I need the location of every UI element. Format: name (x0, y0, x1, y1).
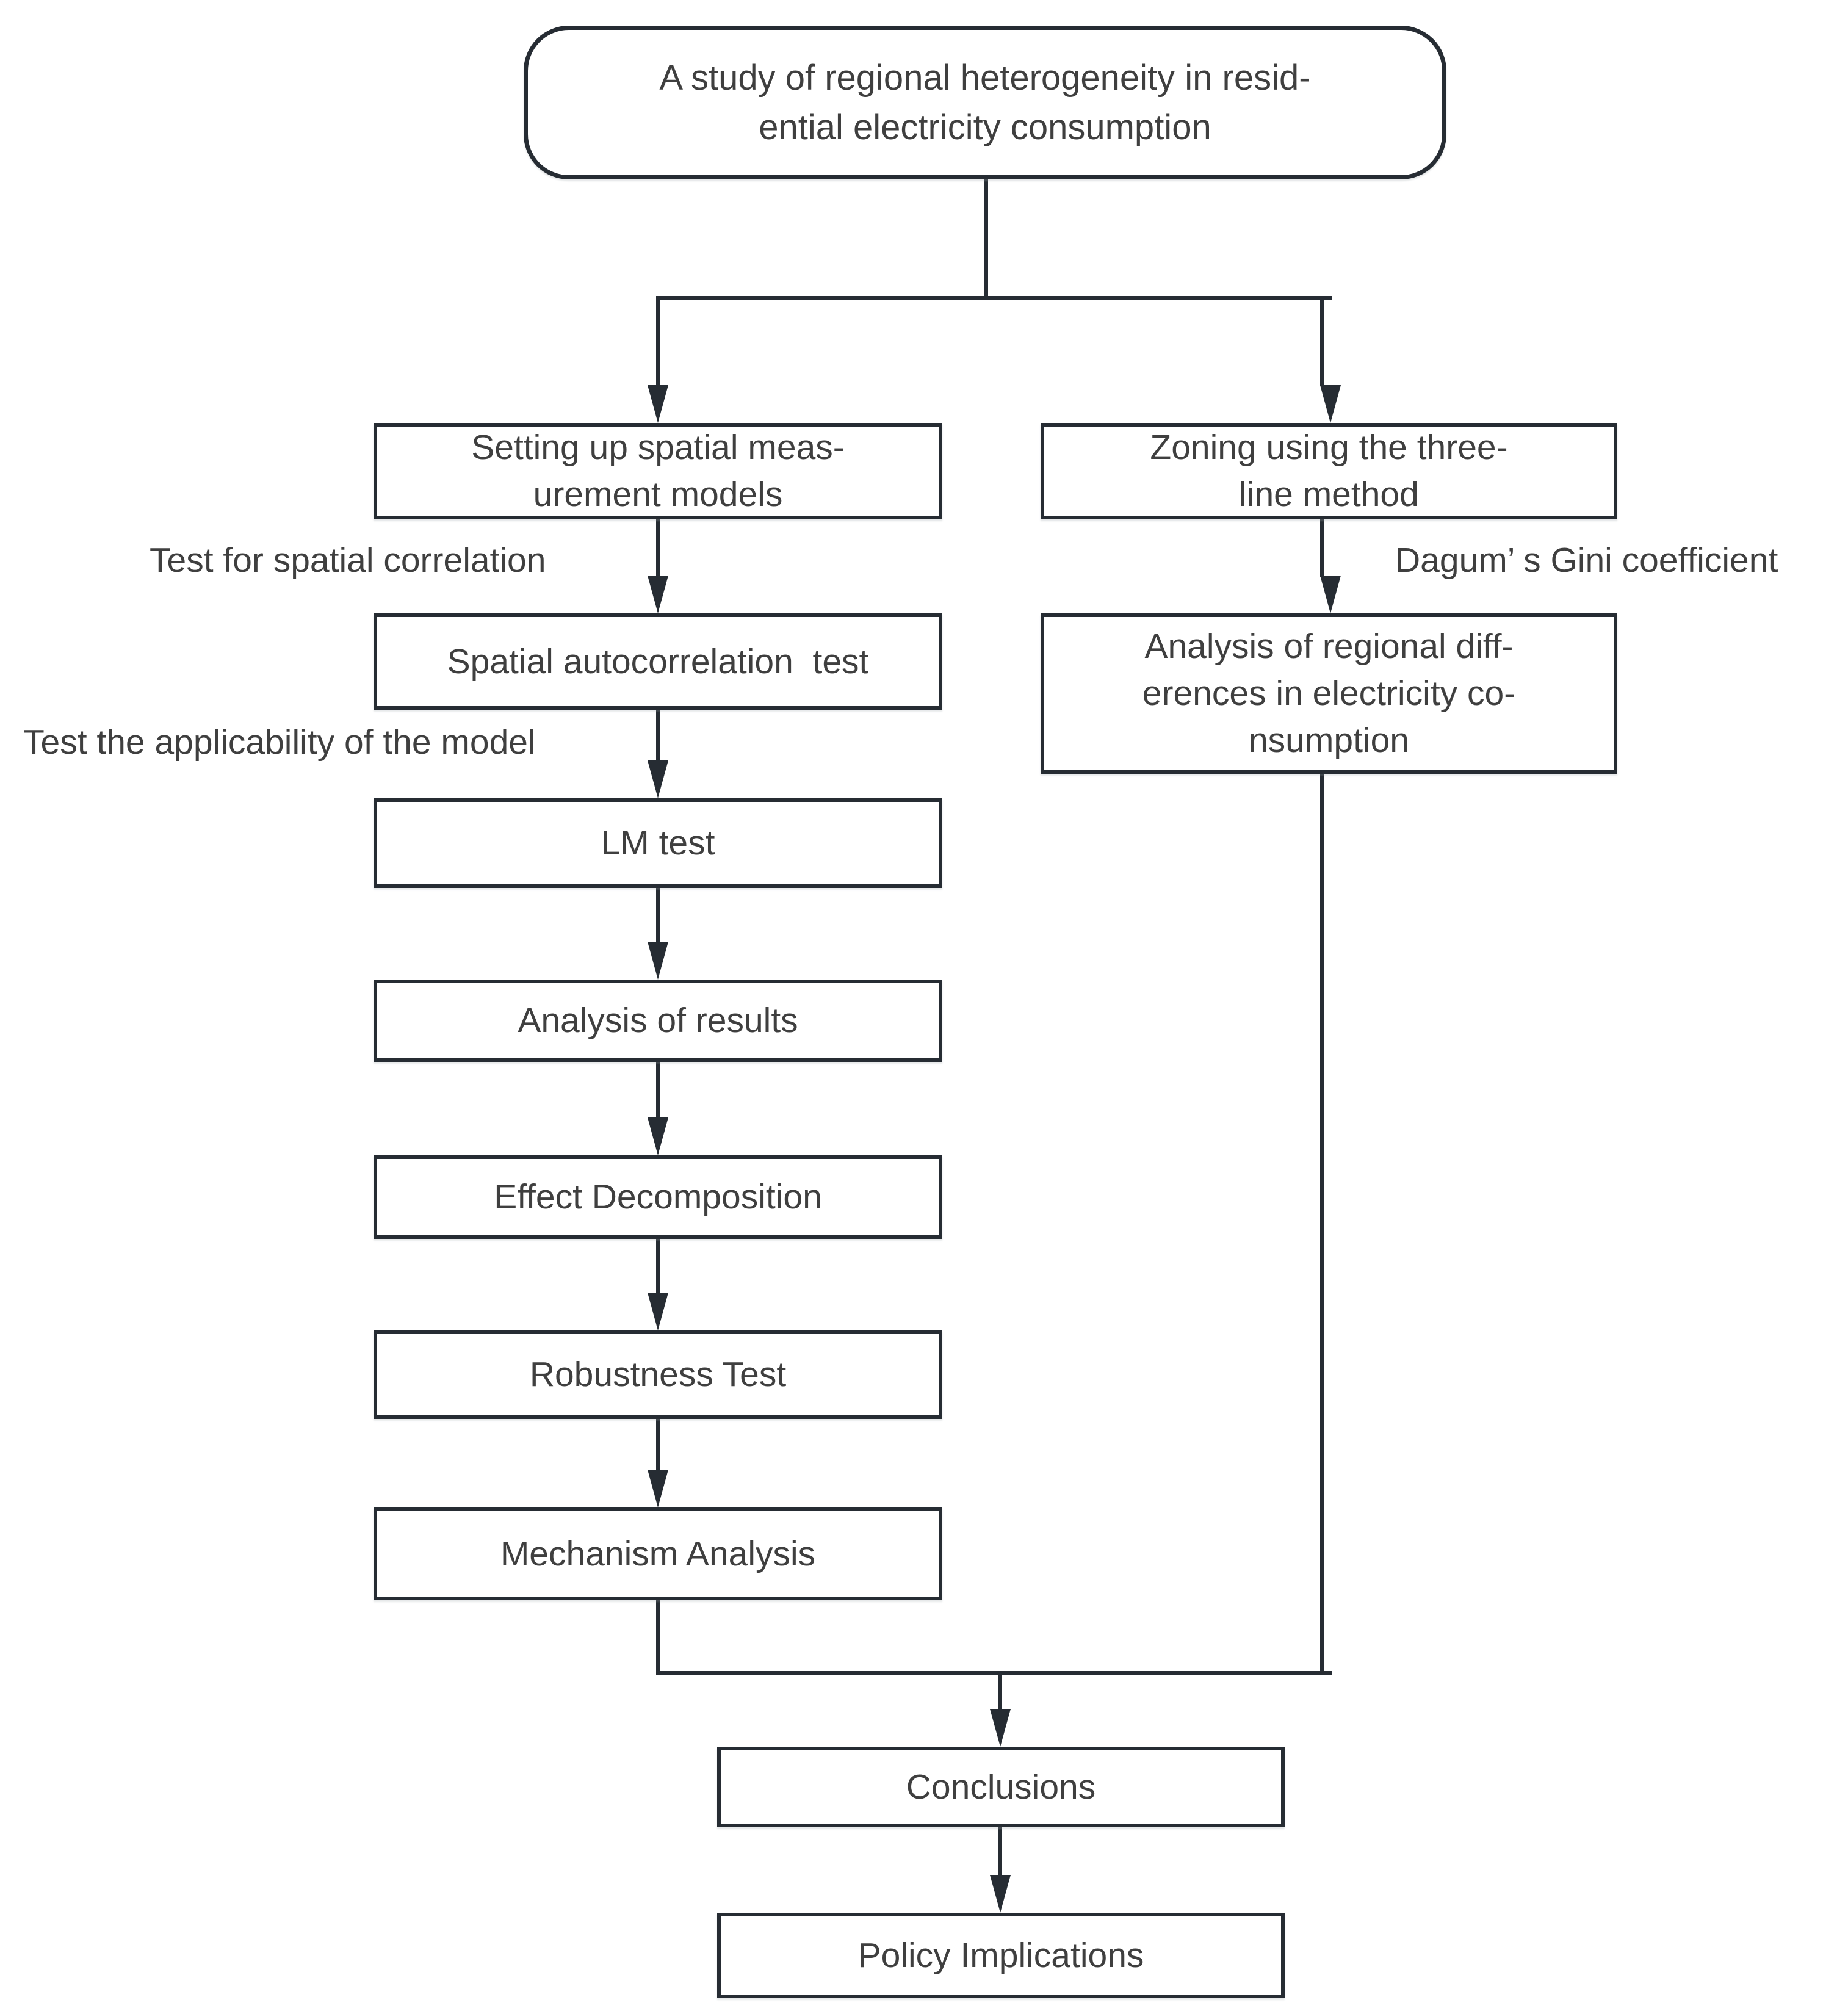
node-effect-decomposition: Effect Decomposition (374, 1155, 942, 1239)
connector-left-merge-vertical (656, 1600, 660, 1673)
connector-start-vertical (984, 179, 988, 298)
node-regional-differences-label: Analysis of regional diff- erences in el… (1142, 627, 1516, 760)
node-study-title: A study of regional heterogeneity in res… (524, 26, 1446, 179)
node-zoning-three-line-method: Zoning using the three- line method (1041, 423, 1617, 519)
arrowhead-mechanism-analysis (648, 1470, 668, 1507)
edge-label-test-applicability-of-model: Test the applicability of the model (23, 723, 536, 762)
arrowhead-policy-implications (990, 1875, 1011, 1913)
node-robustness-test-label: Robustness Test (529, 1355, 787, 1395)
arrowhead-effect-decomposition (648, 1117, 668, 1155)
connector-zoning-to-differences (1320, 519, 1324, 577)
connector-effect-to-robustness (656, 1239, 660, 1294)
node-analysis-results-label: Analysis of results (518, 1001, 798, 1041)
node-zoning-label: Zoning using the three- line method (1150, 428, 1508, 514)
connector-split-horizontal (656, 296, 1332, 300)
node-lm-test-label: LM test (601, 823, 715, 863)
node-conclusions-label: Conclusions (906, 1767, 1096, 1807)
node-policy-implications-label: Policy Implications (857, 1935, 1144, 1975)
connector-right-branch-vertical (1320, 296, 1324, 386)
arrowhead-analysis-results (648, 942, 668, 980)
arrowhead-conclusions (990, 1709, 1011, 1747)
arrowhead-left-branch (648, 385, 668, 423)
node-spatial-autocorrelation-test: Spatial autocorrelation test (374, 613, 942, 710)
node-policy-implications: Policy Implications (717, 1913, 1285, 1998)
node-analysis-regional-differences: Analysis of regional diff- erences in el… (1041, 613, 1617, 774)
arrowhead-regional-differences (1320, 576, 1341, 613)
node-conclusions: Conclusions (717, 1747, 1285, 1827)
arrowhead-lm-test (648, 760, 668, 798)
arrowhead-right-branch (1320, 385, 1341, 423)
connector-robustness-to-mechanism (656, 1419, 660, 1471)
edge-label-test-for-spatial-correlation: Test for spatial correlation (150, 541, 546, 580)
connector-lm-to-results (656, 888, 660, 943)
node-robustness-test: Robustness Test (374, 1330, 942, 1419)
edge-label-dagum-gini-coefficient: Dagum’ s Gini coefficient (1395, 541, 1778, 580)
connector-right-long-vertical (1320, 774, 1324, 1675)
node-effect-decomposition-label: Effect Decomposition (494, 1177, 822, 1217)
node-mechanism-analysis-label: Mechanism Analysis (500, 1534, 816, 1573)
node-setting-up-spatial-measurement-models: Setting up spatial meas- urement models (374, 423, 942, 519)
connector-conclusions-to-policy (998, 1827, 1002, 1876)
connector-left-branch-vertical (656, 296, 660, 386)
connector-results-to-effect (656, 1062, 660, 1119)
arrowhead-robustness-test (648, 1293, 668, 1330)
connector-setting-to-autocorrelation (656, 519, 660, 577)
node-analysis-of-results: Analysis of results (374, 980, 942, 1062)
node-study-title-label: A study of regional heterogeneity in res… (659, 57, 1311, 147)
node-setting-models-label: Setting up spatial meas- urement models (471, 428, 845, 514)
arrowhead-autocorrelation (648, 576, 668, 613)
connector-merge-horizontal (656, 1671, 1332, 1675)
connector-merge-to-conclusions (998, 1671, 1002, 1710)
node-lm-test: LM test (374, 798, 942, 888)
connector-autocorrelation-to-lm (656, 710, 660, 762)
node-spatial-autocorrelation-label: Spatial autocorrelation test (447, 641, 869, 681)
node-mechanism-analysis: Mechanism Analysis (374, 1507, 942, 1600)
